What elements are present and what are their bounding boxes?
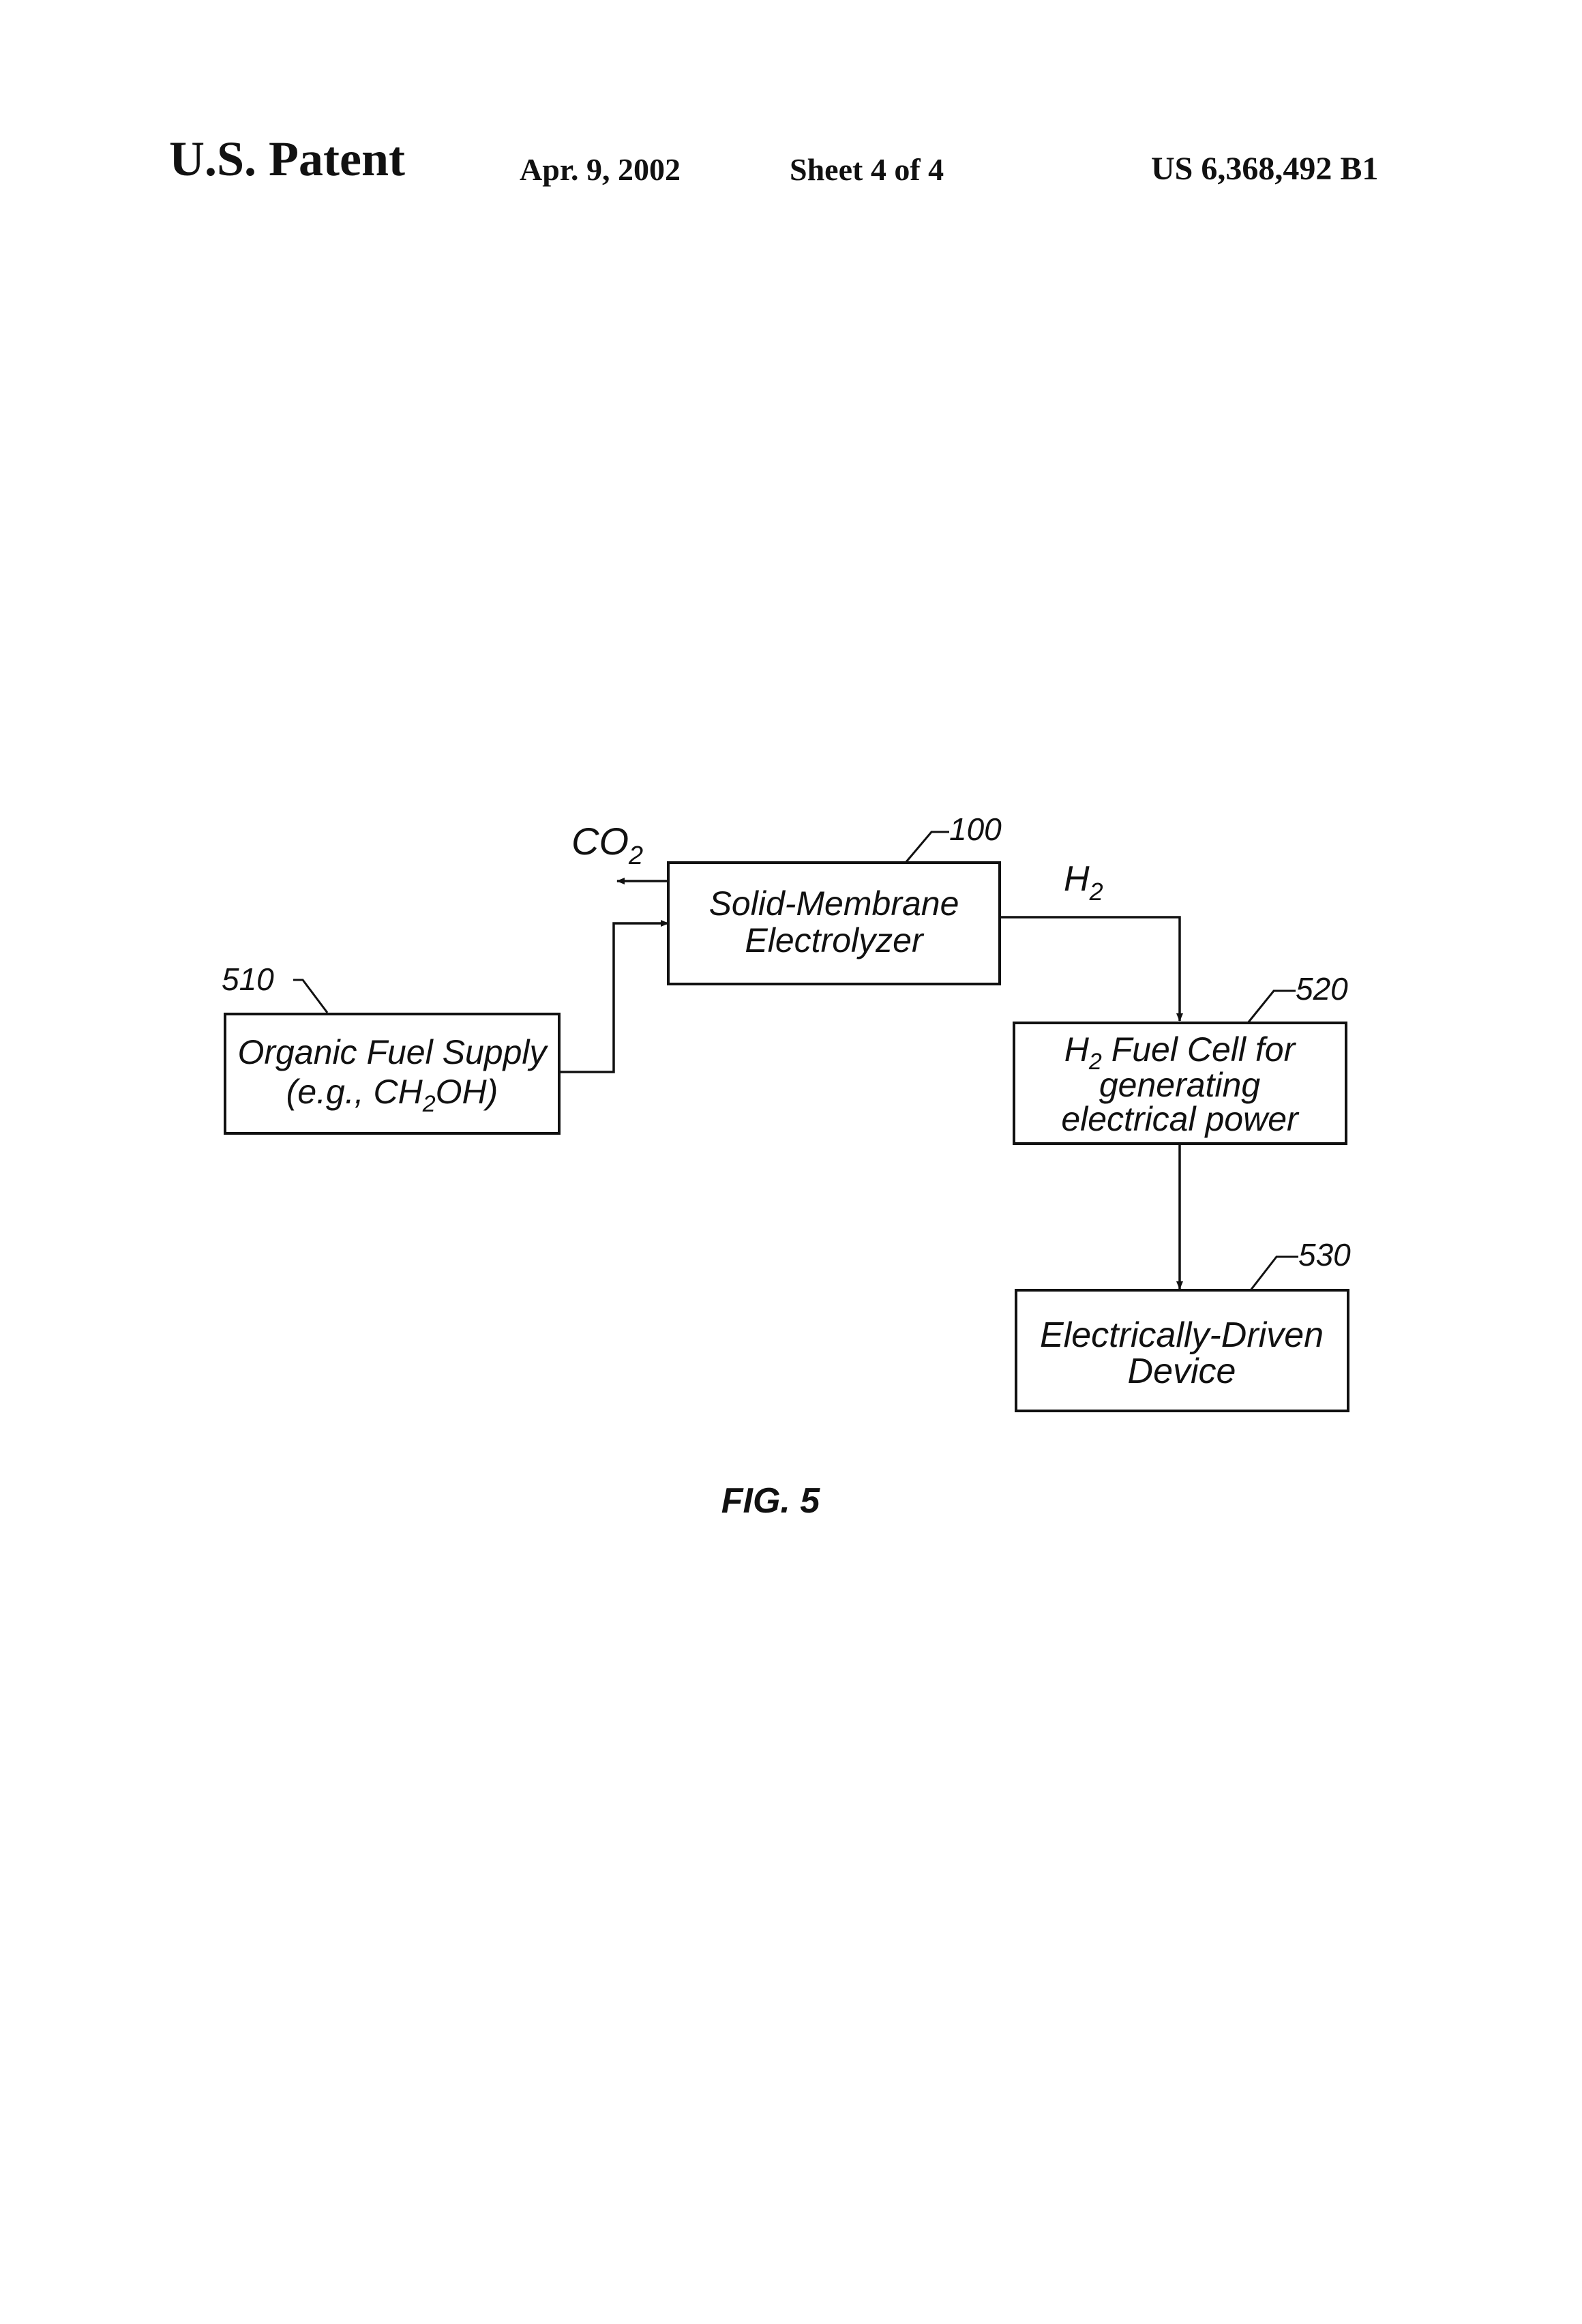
electrolyzer-line1: Solid-Membrane — [709, 884, 959, 923]
fuel-supply-line1: Organic Fuel Supply — [237, 1033, 548, 1071]
h2-label: H2 — [1064, 859, 1103, 906]
electrolyzer-ref-leader — [906, 832, 949, 863]
fuel-supply-line2-pre: (e.g., CH — [286, 1073, 423, 1111]
fuel-cell-ref-number: 520 — [1296, 971, 1348, 1007]
h2-label-base: H — [1064, 859, 1090, 899]
fuel-supply-ref-number: 510 — [222, 962, 274, 997]
device-block: Electrically-Driven Device 530 — [1016, 1237, 1351, 1411]
h2-label-sub: 2 — [1089, 878, 1103, 906]
fuel-supply-ref-leader — [293, 980, 327, 1013]
fuel-supply-line2-sub: 2 — [422, 1091, 436, 1117]
fuel-cell-line1-base: H — [1064, 1030, 1090, 1069]
fuel-cell-line3: electrical power — [1061, 1100, 1300, 1138]
fuel-supply-line2: (e.g., CH2OH) — [286, 1073, 498, 1117]
device-ref-leader — [1251, 1257, 1298, 1290]
co2-label-base: CO — [571, 820, 629, 863]
fuel-cell-block: H2 Fuel Cell for generating electrical p… — [1014, 971, 1348, 1144]
fuel-cell-line1-post: Fuel Cell for — [1102, 1030, 1297, 1069]
fuel-supply-line2-post: OH) — [436, 1073, 498, 1111]
device-line2: Device — [1128, 1352, 1236, 1391]
fuel-feed-line — [559, 923, 668, 1072]
co2-label: CO2 — [571, 820, 643, 870]
electrolyzer-line2: Electrolyzer — [745, 921, 925, 959]
electrolyzer-block: Solid-Membrane Electrolyzer 100 — [668, 811, 1002, 984]
h2-feed-line — [1000, 917, 1180, 1021]
device-ref-number: 530 — [1298, 1237, 1351, 1272]
co2-output: CO2 — [571, 820, 668, 881]
fuel-cell-ref-leader — [1248, 991, 1296, 1023]
electrolyzer-ref-number: 100 — [949, 811, 1002, 847]
fuel-cell-line2: generating — [1099, 1066, 1260, 1104]
device-line1: Electrically-Driven — [1040, 1315, 1324, 1355]
co2-label-sub: 2 — [628, 841, 643, 870]
fuel-supply-block: Organic Fuel Supply (e.g., CH2OH) 510 — [222, 962, 559, 1133]
figure-label: FIG. 5 — [721, 1481, 821, 1521]
